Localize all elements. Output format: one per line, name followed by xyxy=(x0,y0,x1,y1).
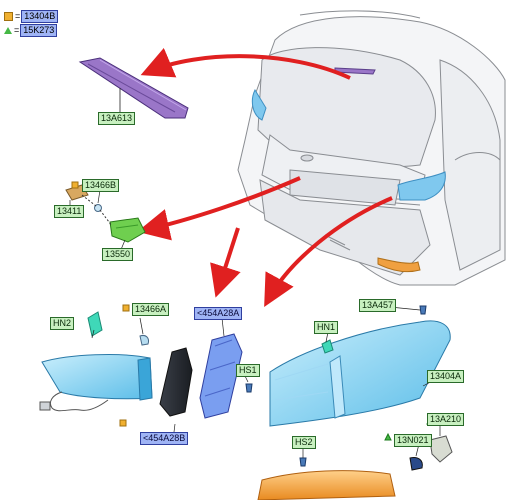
legend-row: =13404B xyxy=(4,10,59,23)
bumper-reflector xyxy=(257,470,396,500)
label-tail-lamp: 13404A xyxy=(427,370,465,383)
square-marker-icon xyxy=(71,181,79,189)
vehicle-lift-lamp-left xyxy=(251,88,267,121)
square-marker-icon xyxy=(119,419,127,427)
left-tail-lamp xyxy=(41,354,153,401)
bulb-13466a xyxy=(139,335,149,346)
legend-row: =15K273 xyxy=(4,24,58,37)
label-bracket: 13A210 xyxy=(427,413,465,426)
hs2-screw xyxy=(299,457,307,467)
lift-lamp xyxy=(199,333,243,419)
label-hn1: HN1 xyxy=(314,321,339,334)
square-marker-icon xyxy=(122,304,130,312)
hs1-screw xyxy=(245,383,253,393)
hn1-clip xyxy=(321,339,334,354)
callout-arrow-icon xyxy=(264,196,393,308)
nut-13n021 xyxy=(409,457,423,471)
label-hs1: HS1 xyxy=(236,364,260,377)
high-mount-brake-light xyxy=(78,57,189,119)
vehicle-reflector xyxy=(377,257,421,273)
label-lift-lamp: <454A28A xyxy=(194,307,243,320)
legend-equals: = xyxy=(14,25,20,35)
label-bulb-left: 13466A xyxy=(132,303,170,316)
label-hs2: HS2 xyxy=(292,436,316,449)
triangle-marker-icon xyxy=(384,432,392,441)
left-wiring-harness xyxy=(49,391,109,412)
label-brake-light: 13A613 xyxy=(98,112,136,125)
bracket-13a210 xyxy=(429,435,453,463)
callout-arrow-icon xyxy=(210,227,241,298)
connector-left xyxy=(39,401,51,411)
label-lift-lamp-inner: <454A28B xyxy=(140,432,189,445)
right-tail-lamp xyxy=(269,320,451,427)
label-nut: 13N021 xyxy=(394,434,432,447)
legend-code: 15K273 xyxy=(20,24,58,37)
triangle-marker-icon xyxy=(4,27,12,35)
lift-lamp-inner xyxy=(159,347,193,417)
vehicle-lift-lamp-right xyxy=(397,171,446,201)
hn2-clip xyxy=(87,311,103,337)
callout-arrows xyxy=(137,47,393,308)
legend-code: 13404B xyxy=(21,10,59,23)
label-plate-socket: 13411 xyxy=(54,205,85,218)
screw-13a457 xyxy=(419,305,427,315)
callout-arrow-icon xyxy=(137,176,301,241)
label-plate-bulb: 13466B xyxy=(82,179,120,192)
callout-arrow-icon xyxy=(140,47,351,80)
label-plate-lamp: 13550 xyxy=(102,248,134,261)
legend-equals: = xyxy=(15,11,21,21)
square-marker-icon xyxy=(4,12,13,22)
label-screw-right: 13A457 xyxy=(359,299,397,312)
label-hn2: HN2 xyxy=(50,317,75,330)
vehicle-body xyxy=(237,10,506,286)
